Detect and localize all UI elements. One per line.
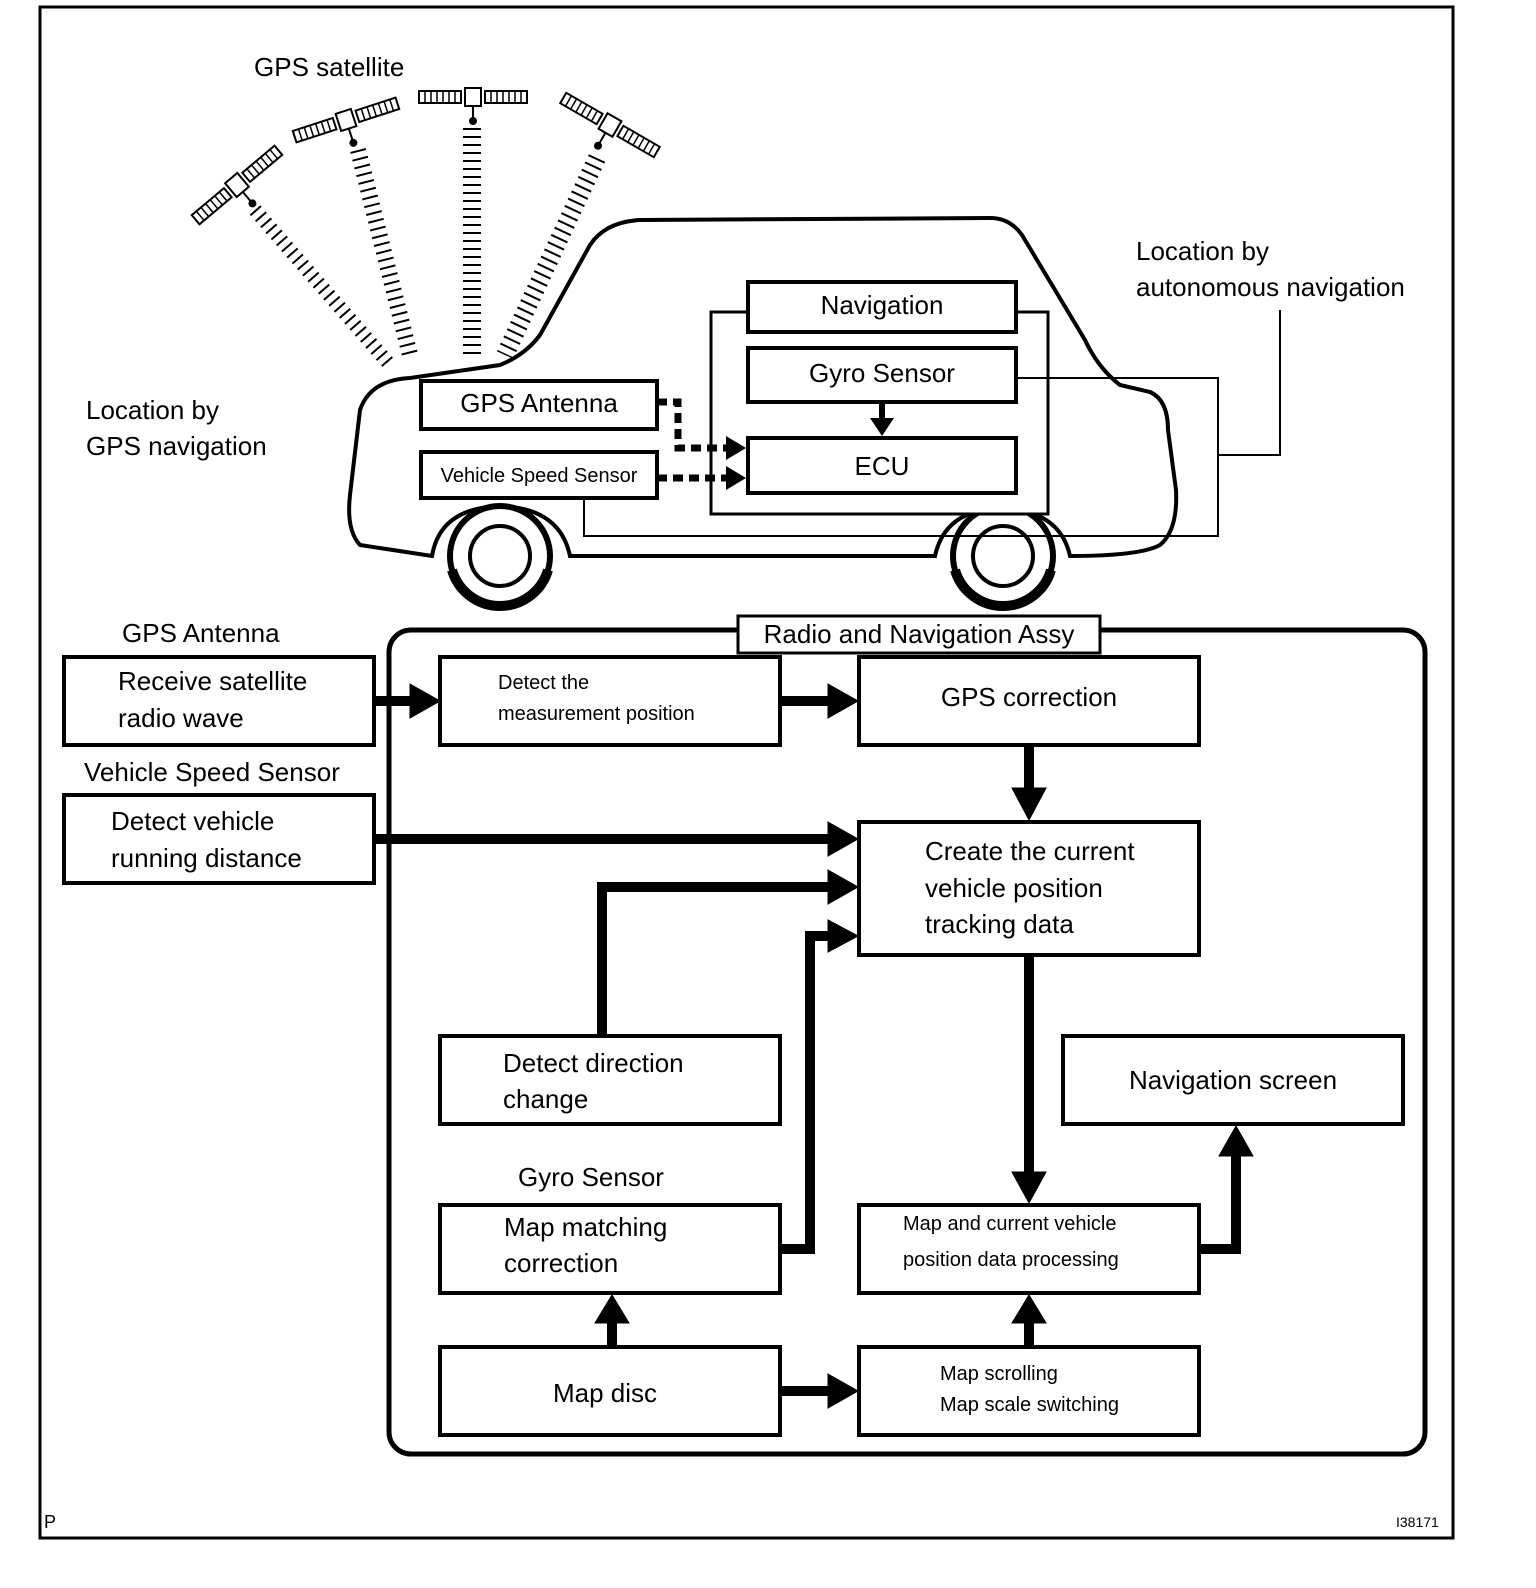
vehicle-ecu-box: ECU — [854, 451, 910, 481]
map-disc-box: Map disc — [552, 1378, 658, 1408]
vehicle-speed-sensor-box: Vehicle Speed Sensor — [440, 465, 638, 487]
figure-id: I38171 — [1396, 1514, 1439, 1530]
wheel-icon — [950, 503, 1056, 611]
wheel-icon — [447, 503, 553, 611]
vehicle-gyro-sensor-box: Gyro Sensor — [809, 358, 955, 388]
satellite-icon — [548, 89, 663, 178]
navigation-screen-box: Navigation screen — [1128, 1065, 1338, 1095]
gps-satellite-label: GPS satellite — [254, 52, 405, 82]
vehicle-gps-antenna-box: GPS Antenna — [460, 388, 618, 418]
detect-direction-line1: Detect direction — [503, 1048, 684, 1078]
flow-arrows — [374, 683, 1254, 1409]
gps-antenna-label: GPS Antenna — [122, 618, 280, 648]
create-tracking-line2: vehicle position — [925, 873, 1103, 903]
detect-distance-line2: running distance — [111, 843, 302, 873]
detect-distance-line1: Detect vehicle — [111, 806, 275, 836]
outer-frame — [38, 5, 1455, 1540]
gps-navigation-label-line2: GPS navigation — [86, 431, 267, 461]
gyro-sensor-label: Gyro Sensor — [518, 1162, 664, 1192]
create-tracking-line3: tracking data — [925, 909, 1074, 939]
create-tracking-line1: Create the current — [925, 836, 1135, 866]
map-scrolling-line2: Map scale switching — [940, 1394, 1119, 1416]
vehicle-navigation-box: Navigation — [820, 290, 944, 320]
map-matching-line1: Map matching — [504, 1212, 668, 1242]
gps-navigation-label-line1: Location by — [86, 395, 219, 425]
satellite-icon — [188, 142, 298, 243]
receive-satellite-line1: Receive satellite — [118, 666, 308, 696]
satellite-icon — [418, 87, 528, 126]
detect-position-line2: measurement position — [498, 703, 695, 725]
autonomous-navigation-label-line1: Location by — [1136, 236, 1269, 266]
receive-satellite-line2: radio wave — [118, 703, 244, 733]
detect-position-line1: Detect the — [498, 672, 590, 694]
vehicle-speed-sensor-label: Vehicle Speed Sensor — [84, 757, 340, 787]
map-matching-line2: correction — [504, 1248, 619, 1278]
radio-wave-icon — [249, 128, 606, 370]
gps-correction-box: GPS correction — [940, 682, 1118, 712]
autonomous-navigation-label-line2: autonomous navigation — [1136, 272, 1405, 302]
satellite-icon — [290, 93, 408, 165]
map-processing-line1: Map and current vehicle — [903, 1213, 1117, 1235]
corner-mark-left: P — [44, 1512, 57, 1532]
radio-navigation-assy-title: Radio and Navigation Assy — [763, 619, 1075, 649]
map-processing-line2: position data processing — [903, 1249, 1119, 1271]
map-scrolling-line1: Map scrolling — [940, 1363, 1058, 1385]
detect-direction-line2: change — [503, 1084, 589, 1114]
